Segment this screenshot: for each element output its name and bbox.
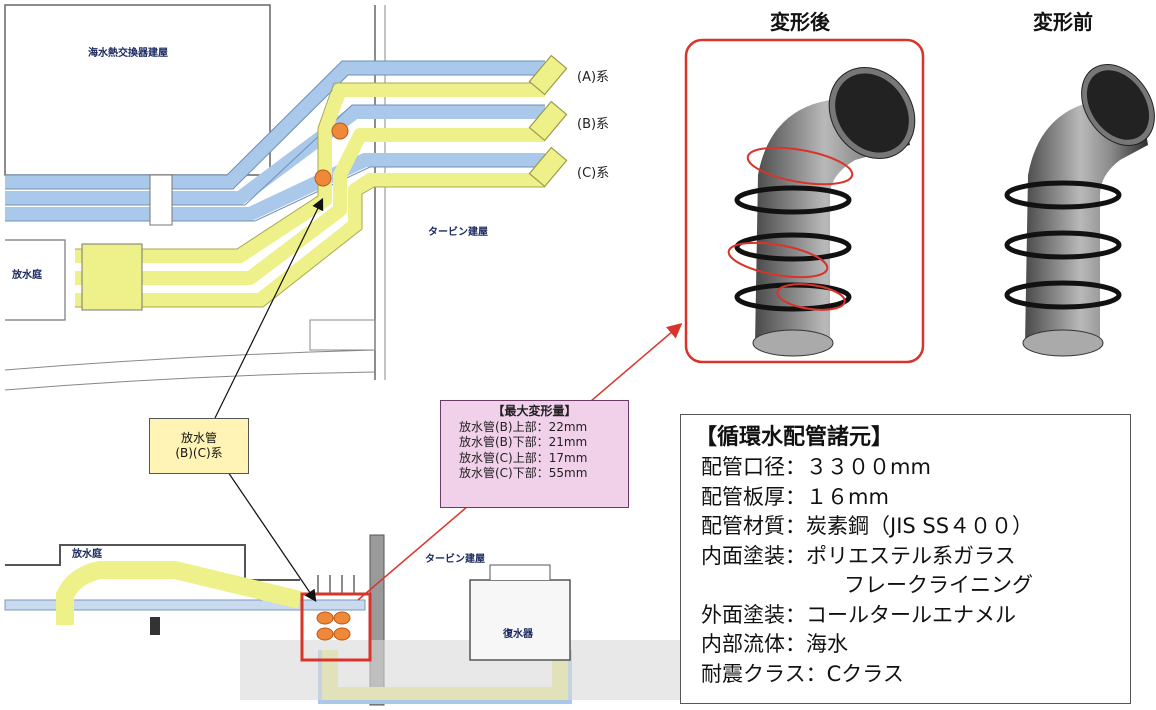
condenser-label: 復水器: [503, 629, 533, 640]
yellow-pipes: [75, 83, 545, 307]
max-deformation-box: 【最大変形量】 放水管(B)上部：22mm 放水管(B)下部：21mm 放水管(…: [440, 400, 629, 508]
spec-line: 内面塗装：ポリエステル系ガラス: [701, 543, 1016, 568]
after-deformation-title: 変形後: [770, 10, 830, 34]
spec-line: 配管材質：炭素鋼（JIS SS４００）: [701, 514, 1034, 538]
hx-building-outline: [4, 4, 271, 176]
marker-b: [331, 122, 349, 140]
spec-line: 配管板厚：１６mm: [701, 484, 889, 509]
discharge-basin-outline: [5, 239, 66, 321]
deformation-line: 放水管(B)上部：22mm: [459, 419, 588, 434]
deformed-pipe-drawing: [727, 66, 916, 357]
system-a-label: (A)系: [577, 70, 610, 85]
after-frame: [684, 38, 925, 364]
pipe-callout-line1: 放水管: [180, 431, 217, 445]
section-view: [4, 534, 680, 706]
blue-pipes: [5, 61, 545, 221]
pipe-spec-box: 【循環水配管諸元】 配管口径：３３００mm 配管板厚：１６mm 配管材質：炭素鋼…: [680, 414, 1131, 704]
deformation-line: 放水管(C)上部：17mm: [459, 450, 588, 465]
system-c-label: (C)系: [577, 166, 610, 181]
original-pipe-drawing: [1004, 64, 1155, 357]
max-deformation-title: 【最大変形量】: [492, 404, 577, 418]
condenser-drawing: [469, 564, 571, 661]
spec-line: 耐震クラス：Cクラス: [701, 661, 904, 686]
deformation-line: 放水管(B)下部：21mm: [459, 435, 588, 449]
section-discharge-basin-label: 放水庭: [72, 549, 102, 560]
turbine-building-label: タービン建屋: [428, 227, 488, 238]
marker-c: [314, 169, 332, 187]
deformation-line: 放水管(C)下部：55mm: [459, 466, 588, 480]
before-deformation-title: 変形前: [1033, 10, 1093, 34]
pipe-callout-line2: (B)(C)系: [175, 446, 223, 460]
spec-line: 内部流体：海水: [701, 632, 848, 656]
pipe-callout: 放水管 (B)(C)系: [149, 418, 249, 474]
highlight-box: [300, 592, 372, 662]
system-b-label: (B)系: [577, 117, 610, 132]
hx-building-label: 海水熱交換器建屋: [88, 48, 168, 59]
spec-line: 外面塗装：コールタールエナメル: [701, 602, 1016, 627]
section-turbine-building-label: タービン建屋: [425, 554, 485, 565]
discharge-basin-label: 放水庭: [12, 270, 42, 281]
spec-title: 【循環水配管諸元】: [695, 425, 894, 450]
plan-view: [4, 4, 568, 391]
spec-line: フレークライニング: [844, 573, 1033, 597]
spec-line: 配管口径：３３００mm: [701, 455, 931, 479]
